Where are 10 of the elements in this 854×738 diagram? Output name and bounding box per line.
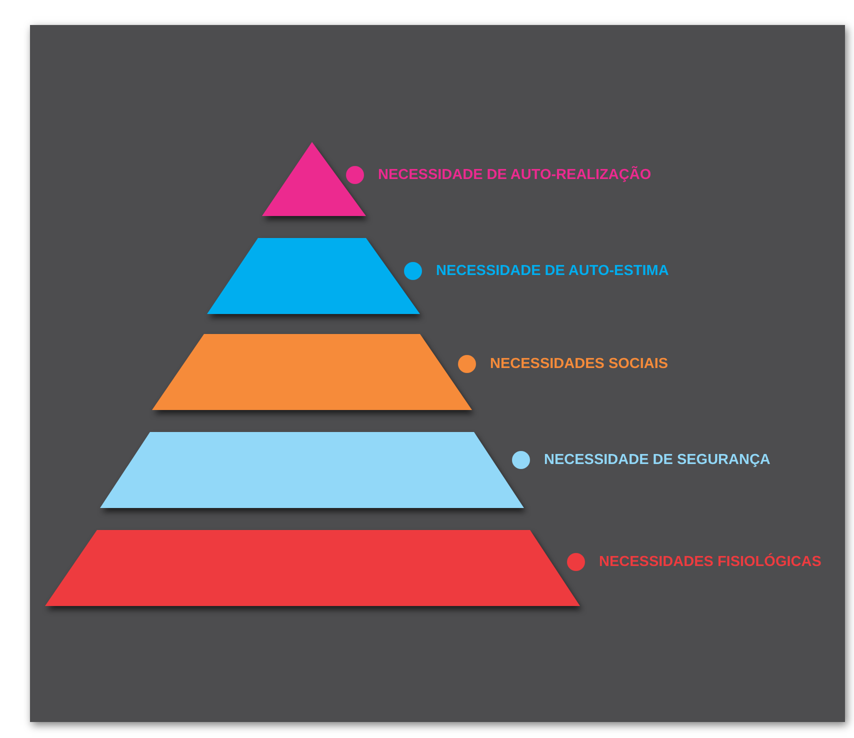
level-label: NECESSIDADES SOCIAIS (490, 355, 668, 373)
pyramid-level (207, 238, 420, 314)
pyramid-level (45, 530, 580, 606)
level-label: NECESSIDADE DE AUTO-REALIZAÇÃO (378, 166, 652, 184)
pyramid-apex (262, 142, 366, 216)
pyramid-level (100, 432, 524, 508)
pyramid-level (152, 334, 472, 410)
level-label: NECESSIDADE DE AUTO-ESTIMA (436, 262, 669, 280)
level-label: NECESSIDADE DE SEGURANÇA (544, 451, 770, 469)
level-label: NECESSIDADES FISIOLÓGICAS (599, 553, 822, 571)
